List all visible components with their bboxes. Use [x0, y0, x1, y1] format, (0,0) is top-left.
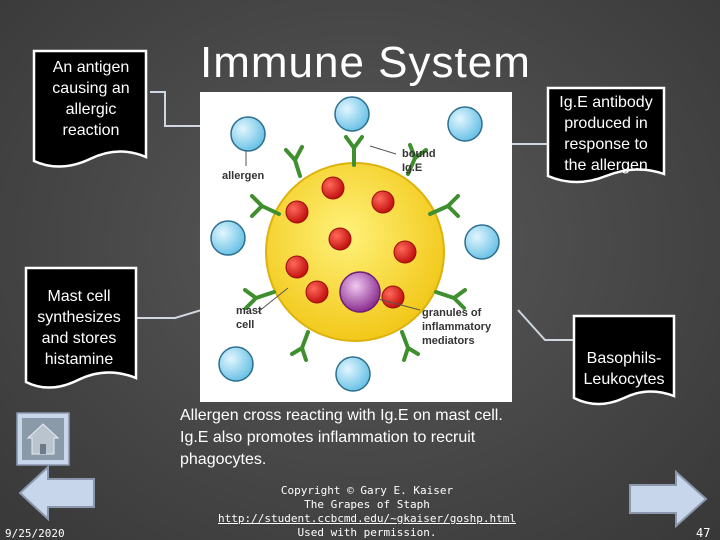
- antibody-icon: [284, 145, 304, 178]
- granule-icon: [285, 255, 309, 279]
- callout-mast-cell: Mast cell synthesizes and stores histami…: [18, 262, 140, 400]
- callout-basophils: Basophils- Leukocytes: [568, 310, 680, 414]
- forward-button[interactable]: [628, 469, 708, 529]
- copyright-line: Copyright © Gary E. Kaiser: [280, 484, 454, 497]
- label-mast: mast: [236, 305, 262, 317]
- granule-icon: [321, 176, 345, 200]
- mast-cell-diagram: allergen bound Ig.E mast cell granules o…: [200, 92, 512, 402]
- callout-mast-cell-line: and stores: [41, 330, 117, 347]
- granule-icon: [381, 285, 405, 309]
- back-arrow-icon: [18, 464, 95, 522]
- mast-cell-body: [265, 162, 445, 342]
- ige-antibodies: [243, 135, 467, 362]
- granules: [285, 176, 417, 309]
- slide-title: Immune System: [200, 38, 531, 87]
- basophils-connector: [517, 309, 575, 341]
- nucleus-icon: [339, 271, 381, 313]
- callout-ige-line: produced in: [564, 115, 648, 132]
- callout-antigen-line: allergic: [65, 101, 117, 118]
- home-button[interactable]: [16, 412, 70, 466]
- antibody-icon: [400, 330, 420, 362]
- allergen-icon: [335, 356, 371, 392]
- antibody-icon: [406, 143, 428, 176]
- mast-cell-illustration: allergen bound Ig.E mast cell granules o…: [210, 96, 500, 392]
- allergen-icon: [464, 224, 500, 260]
- slide-caption: Allergen cross reacting with Ig.E on mas…: [180, 407, 503, 468]
- allergen-icon: [447, 106, 483, 142]
- label-bound: bound: [402, 148, 436, 160]
- callout-basophils-line: Leukocytes: [583, 371, 665, 388]
- callout-ige-line: response to: [564, 136, 648, 153]
- callout-mast-cell-line: histamine: [44, 351, 114, 368]
- home-icon: [16, 412, 70, 466]
- label-bound-ige: Ig.E: [402, 162, 422, 174]
- label-granules: granules of: [422, 307, 482, 319]
- granule-icon: [371, 190, 395, 214]
- label-mediators: mediators: [422, 335, 475, 347]
- label-cell: cell: [236, 319, 254, 331]
- copyright-permission: Used with permission.: [297, 526, 437, 539]
- antigen-connector: [150, 91, 205, 127]
- allergen-icon: [334, 96, 370, 132]
- antibody-icon: [344, 135, 364, 167]
- callout-basophils-shape: [572, 314, 676, 406]
- antibody-icon: [243, 288, 276, 310]
- callout-mast-cell-line: synthesizes: [37, 309, 121, 326]
- antibody-icon: [250, 194, 281, 218]
- allergen-icon: [230, 116, 266, 152]
- callout-ige-shape: [546, 86, 666, 184]
- slide-date: 9/25/2020: [5, 527, 65, 540]
- granule-icon: [285, 200, 309, 224]
- callout-mast-cell-shape: [24, 266, 138, 389]
- callout-ige-line: Ig.E antibody: [559, 94, 653, 111]
- callout-basophils-line: Basophils-: [586, 350, 662, 367]
- copyright-source: The Grapes of Staph: [304, 498, 430, 511]
- label-allergen: allergen: [222, 170, 264, 182]
- label-pointers: [245, 145, 421, 313]
- label-inflammatory: inflammatory: [422, 321, 492, 333]
- page-number: 47: [696, 526, 711, 540]
- granule-icon: [305, 280, 329, 304]
- callout-antigen-shape: [32, 49, 148, 168]
- callout-ige-line: the allergen: [564, 157, 648, 174]
- back-button[interactable]: [18, 464, 96, 522]
- antibody-icon: [434, 288, 467, 310]
- callout-antigen-line: An antigen: [52, 59, 130, 76]
- allergen-icon: [218, 346, 254, 382]
- allergen-icon: [210, 220, 246, 256]
- copyright-notice: Copyright © Gary E. Kaiser The Grapes of…: [212, 484, 522, 540]
- granule-icon: [393, 240, 417, 264]
- antibody-icon: [290, 330, 310, 362]
- allergens: [210, 96, 500, 392]
- callout-antigen-line: reaction: [62, 122, 120, 139]
- callout-antigen-line: causing an: [52, 80, 130, 97]
- callout-mast-cell-line: Mast cell: [47, 288, 111, 305]
- antibody-icon: [428, 194, 460, 218]
- callout-ige: Ig.E antibody produced in response to th…: [542, 84, 670, 192]
- callout-antigen: An antigen causing an allergic reaction: [30, 45, 152, 177]
- forward-arrow-icon: [629, 469, 708, 529]
- copyright-link[interactable]: http://student.ccbcmd.edu/~gkaiser/goshp…: [217, 512, 516, 525]
- granule-icon: [328, 227, 352, 251]
